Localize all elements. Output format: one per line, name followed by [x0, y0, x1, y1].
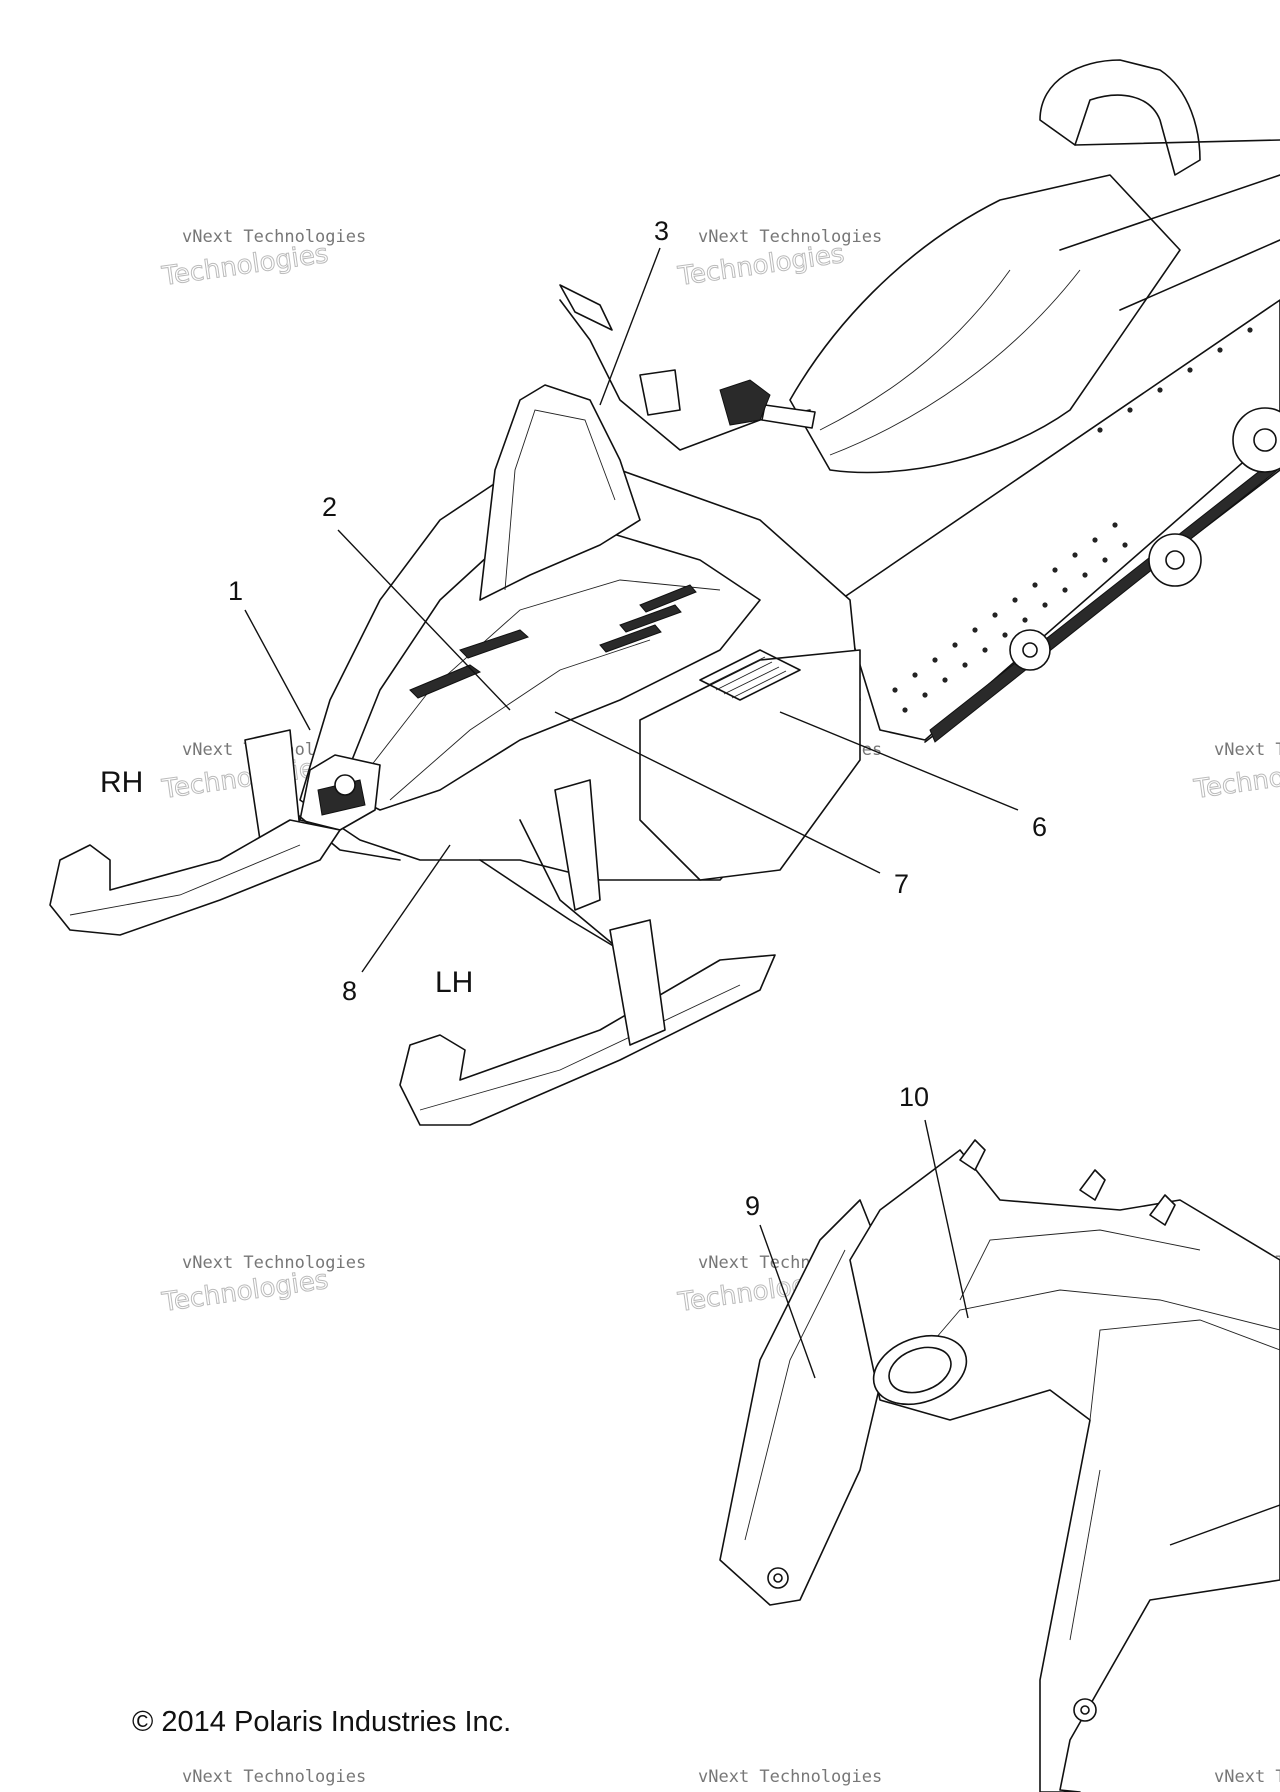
lower-fastener-center [1080, 1705, 1090, 1715]
callouts: 1 2 3 6 7 8 9 10 RH LH [100, 216, 1047, 1221]
headlight-opening-inner [888, 1346, 952, 1394]
panel-fastener-center [773, 1573, 783, 1583]
panel-fastener [767, 1567, 789, 1589]
handlebar-grip [761, 404, 816, 429]
seat-cushion-line [819, 269, 1011, 431]
windshield [479, 384, 641, 601]
front-emblem [334, 774, 356, 796]
leader-11 [1169, 1504, 1280, 1546]
callout-6: 6 [1032, 812, 1047, 842]
callout-3: 3 [654, 216, 669, 246]
rear-rack [1039, 59, 1201, 176]
gas-cap [719, 379, 771, 426]
side-label-lh: LH [435, 966, 473, 999]
upper-body-crease [959, 1229, 1201, 1301]
watermark-text: vNext Technologies [698, 1767, 882, 1787]
watermark-text: vNext Technologies [182, 227, 366, 247]
leader-9 [759, 1224, 816, 1379]
rear-rack-rail [1119, 239, 1280, 311]
callout-1: 1 [228, 576, 243, 606]
leader-10 [924, 1119, 969, 1319]
mount-tab [959, 1139, 986, 1171]
callout-8: 8 [342, 976, 357, 1006]
side-panel-vents [699, 649, 801, 701]
watermark-text: vNext Technologies [698, 227, 882, 247]
leader-8 [361, 844, 451, 973]
leader-3 [599, 247, 661, 406]
rear-rack-rail [1059, 174, 1280, 251]
hood-crease [389, 639, 651, 801]
mount-tab [1079, 1169, 1106, 1201]
closeup-panel-assembly [719, 1139, 1280, 1792]
side-panel-closeup-edge [744, 1249, 846, 1541]
upper-body-crease [1069, 1469, 1101, 1641]
hood-crease [359, 579, 721, 781]
watermark-text: vNext Technologies [1214, 1767, 1280, 1787]
ski-rh-runner [69, 844, 301, 916]
leader-lines [244, 247, 1280, 1546]
callout-7: 7 [894, 869, 909, 899]
seat-cushion-line [829, 269, 1081, 456]
spindle-lh [609, 919, 666, 1046]
leader-6 [779, 711, 1019, 811]
upper-body-crease [899, 1289, 1280, 1381]
leader-7 [554, 711, 881, 874]
windshield-edge [504, 409, 616, 591]
tunnel-side-panel [839, 299, 1280, 741]
rear-rack-rail [1074, 139, 1280, 146]
copyright-notice: © 2014 Polaris Industries Inc. [132, 1706, 512, 1738]
callout-10: 10 [899, 1082, 929, 1112]
suspension-wheel [1009, 407, 1280, 671]
tunnel-vent-holes [892, 327, 1253, 713]
watermark-text: vNext Technologies [182, 1253, 366, 1273]
handlebar-grip [559, 284, 613, 331]
headlight-opening [872, 1334, 968, 1406]
ski-lh-runner [419, 984, 741, 1111]
seat [789, 174, 1181, 474]
upper-body-closeup [849, 1149, 1280, 1792]
hood-louvers [409, 584, 697, 699]
ski-rh [49, 819, 341, 936]
side-label-rh: RH [100, 766, 143, 799]
callout-2: 2 [322, 492, 337, 522]
watermark-text: vNext Technologies [182, 1767, 366, 1787]
lower-fastener [1073, 1698, 1097, 1722]
ski-lh [399, 954, 776, 1126]
callout-9: 9 [745, 1191, 760, 1221]
watermark-text: vNext Technologies [1214, 740, 1280, 760]
snowmobile-assembly [49, 59, 1280, 1126]
throttle-block [639, 369, 681, 416]
leader-2 [337, 529, 511, 711]
leader-1 [244, 609, 311, 731]
front-suspension [244, 729, 641, 1001]
upper-body-crease [1089, 1319, 1280, 1421]
mount-tab [1149, 1194, 1176, 1226]
